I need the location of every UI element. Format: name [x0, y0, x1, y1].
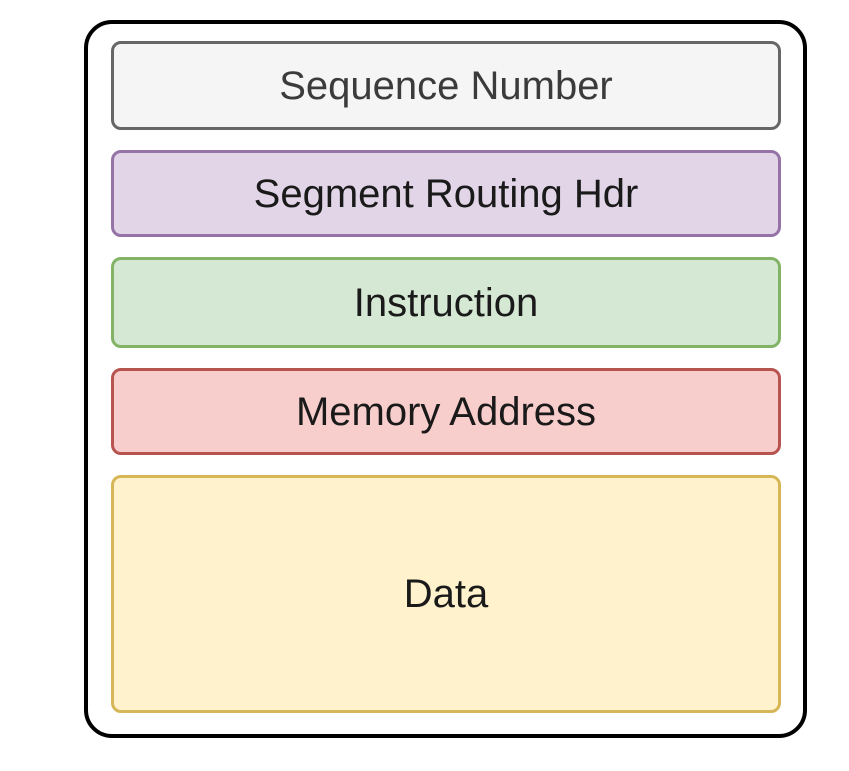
field-box-memory-address: Memory Address: [111, 368, 781, 455]
field-box-instruction: Instruction: [111, 257, 781, 348]
field-box-sequence-number: Sequence Number: [111, 41, 781, 130]
field-box-data: Data: [111, 475, 781, 713]
field-label-instruction: Instruction: [353, 280, 539, 325]
field-label-data: Data: [403, 572, 489, 616]
field-label-sequence-number: Sequence Number: [279, 63, 613, 108]
field-box-segment-routing-hdr: Segment Routing Hdr: [111, 150, 781, 237]
field-label-memory-address: Memory Address: [295, 389, 597, 434]
field-label-segment-routing-hdr: Segment Routing Hdr: [253, 171, 639, 216]
